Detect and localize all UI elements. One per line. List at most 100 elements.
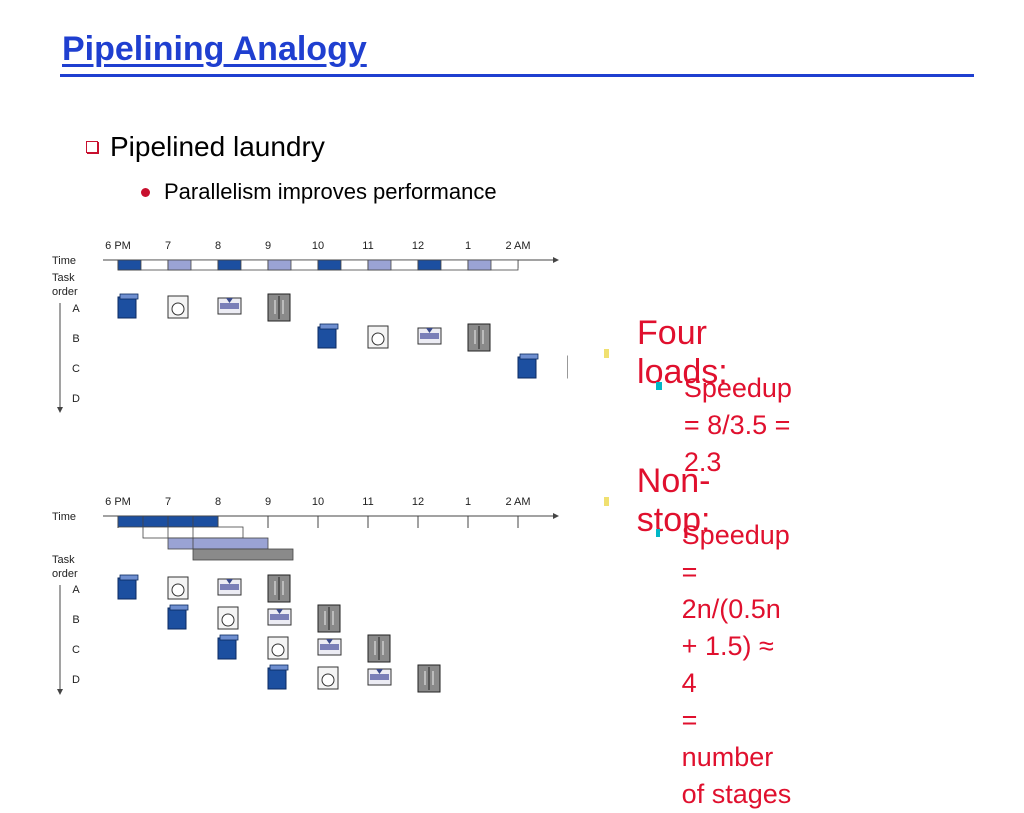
time-tick-label: 2 AM	[505, 496, 530, 508]
pipeline-strip-row	[192, 548, 294, 561]
shirt-collar	[276, 609, 283, 614]
red-dot-bullet-icon	[141, 187, 150, 197]
teal-square-bullet-icon	[656, 529, 660, 537]
time-tick-label: 2 AM	[505, 240, 530, 252]
time-tick-label: 6 PM	[105, 240, 131, 252]
four-loads-heading: Four loads:	[604, 314, 732, 392]
washer-lid	[119, 293, 139, 300]
task-order-arrow-head	[57, 407, 63, 413]
task-row-label: B	[72, 614, 79, 626]
task-row-label: B	[72, 333, 79, 345]
strip-stage-fill	[317, 259, 342, 271]
shirt-collar	[226, 298, 233, 303]
dryer-door	[371, 332, 385, 346]
bullet-text: Parallelism improves performance	[164, 179, 497, 204]
time-tick-label: 10	[312, 496, 324, 508]
time-tick-label: 7	[165, 496, 171, 508]
yellow-square-bullet-icon	[604, 348, 610, 358]
time-axis-arrow	[553, 257, 559, 263]
time-tick-label: 11	[362, 240, 373, 252]
dryer-door	[271, 643, 285, 657]
bullet-pipelined-laundry: Pipelined laundry	[86, 131, 325, 163]
folded-clothes	[320, 644, 339, 650]
shirt-collar	[426, 328, 433, 333]
washer-icon	[117, 577, 137, 600]
time-tick-label: 8	[215, 496, 221, 508]
dryer-door	[221, 613, 235, 627]
speedup-formula: = 8/3.5 = 2.3	[683, 410, 791, 477]
four-loads-speedup: Speedup = 8/3.5 = 2.3	[656, 370, 794, 481]
task-label: Task	[52, 554, 75, 566]
folded-clothes	[220, 584, 239, 590]
washer-lid	[269, 664, 289, 671]
washer-lid	[219, 634, 239, 641]
dryer-door	[321, 673, 335, 687]
yellow-square-bullet-icon	[604, 496, 609, 506]
washer-lid	[169, 604, 189, 611]
strip-stage-fill	[217, 259, 242, 271]
washer-icon	[217, 637, 237, 660]
heading-text: Non-stop:	[636, 462, 711, 539]
folded-clothes	[370, 674, 389, 680]
strip-stage-fill	[467, 259, 492, 271]
time-tick-label: 1	[465, 240, 471, 252]
bullet-parallelism: Parallelism improves performance	[141, 179, 497, 205]
folded-clothes	[270, 614, 289, 620]
speedup-formula: = 2n/(0.5n + 1.5) ≈ 4	[681, 557, 781, 698]
task-label: Task	[52, 272, 75, 284]
time-tick-label: 10	[312, 240, 324, 252]
shirt-collar	[226, 579, 233, 584]
order-label: order	[52, 568, 78, 580]
strip-stage-fill	[117, 259, 142, 271]
task-row-label: A	[72, 303, 80, 315]
time-tick-label: 12	[412, 240, 424, 252]
time-axis-label: Time	[52, 511, 76, 523]
dryer-door	[171, 583, 185, 597]
hollow-square-bullet-icon	[86, 141, 98, 153]
time-tick-label: 8	[215, 240, 221, 252]
washer-icon	[167, 607, 187, 630]
nonstop-heading: Non-stop:	[604, 462, 715, 540]
strip-stage-fill	[367, 259, 392, 271]
strip-stage-fill	[167, 259, 192, 271]
pipeline-strip-row	[167, 537, 269, 550]
time-tick-label: 9	[265, 496, 271, 508]
time-tick-label: 12	[412, 496, 424, 508]
time-tick-label: 7	[165, 240, 171, 252]
task-row-label: C	[72, 363, 80, 375]
washer-lid	[519, 353, 539, 360]
washer-icon	[317, 326, 337, 349]
time-axis-arrow	[553, 513, 559, 519]
strip-stage-fill	[417, 259, 442, 271]
speedup-label: Speedup	[683, 373, 792, 403]
folded-clothes	[220, 303, 239, 309]
time-tick-label: 11	[362, 496, 373, 508]
task-row-label: C	[72, 644, 80, 656]
slide-title: Pipelining Analogy	[62, 30, 367, 68]
bullet-text: Pipelined laundry	[110, 131, 325, 162]
task-row-label: D	[72, 393, 80, 405]
time-tick-label: 9	[265, 240, 271, 252]
strip-stage-fill	[267, 259, 292, 271]
time-tick-label: 6 PM	[105, 496, 131, 508]
dryer-door	[171, 302, 185, 316]
nonstop-speedup: Speedup = 2n/(0.5n + 1.5) ≈ 4 = number o…	[656, 517, 794, 813]
shirt-collar	[326, 639, 333, 644]
teal-square-bullet-icon	[656, 382, 662, 390]
washer-icon	[517, 356, 537, 379]
order-label: order	[52, 286, 78, 298]
time-axis-label: Time	[52, 255, 76, 267]
task-row-label: D	[72, 674, 80, 686]
washer-lid	[119, 574, 139, 581]
stages-note: = number of stages	[681, 705, 792, 809]
shirt-collar	[376, 669, 383, 674]
task-row-label: A	[72, 584, 80, 596]
speedup-label: Speedup	[681, 520, 790, 550]
time-tick-label: 1	[465, 496, 471, 508]
folded-clothes	[420, 333, 439, 339]
washer-lid	[319, 323, 339, 330]
